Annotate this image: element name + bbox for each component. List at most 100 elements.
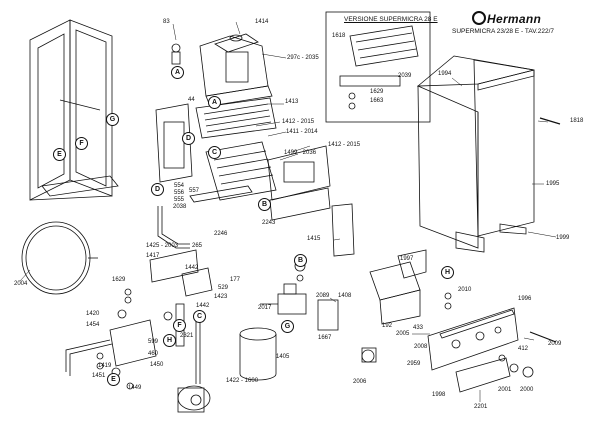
part-label: 1994 bbox=[438, 71, 452, 77]
combustion-chamber bbox=[199, 33, 273, 107]
circulation-pump bbox=[177, 385, 211, 413]
chamber-front-panel bbox=[267, 145, 331, 201]
part-label: 2009 bbox=[548, 341, 562, 347]
part-label: 2089 bbox=[316, 293, 330, 299]
part-label: 1618 bbox=[332, 33, 346, 39]
part-label: 1417 bbox=[146, 253, 160, 259]
part-label: 554 bbox=[174, 183, 185, 189]
part-label: 2038 bbox=[173, 204, 187, 210]
part-label: 1629 bbox=[112, 277, 126, 283]
callout-a: A bbox=[208, 96, 221, 109]
callout-c: C bbox=[193, 310, 206, 323]
part-label: 2321 bbox=[180, 333, 194, 339]
nameplate-2201 bbox=[455, 357, 511, 393]
part-label: 1995 bbox=[546, 181, 560, 187]
part-label: 1663 bbox=[370, 98, 384, 104]
callout-c: C bbox=[208, 146, 221, 159]
callout-e: E bbox=[53, 148, 66, 161]
screw-1818 bbox=[539, 117, 561, 125]
chamber-side-panel bbox=[155, 103, 193, 183]
part-label: 265 bbox=[192, 243, 203, 249]
part-label: 2001 bbox=[498, 387, 512, 393]
part-label: 555 bbox=[174, 197, 185, 203]
part-label: 83 bbox=[163, 19, 170, 25]
part-label: 2201 bbox=[474, 404, 488, 410]
part-label: 556 bbox=[174, 190, 185, 196]
part-label: 1411 - 2014 bbox=[286, 129, 318, 135]
callout-g: G bbox=[281, 320, 294, 333]
part-label: 1818 bbox=[570, 118, 584, 124]
knob-2001 bbox=[509, 363, 519, 373]
device-1408 bbox=[317, 299, 339, 331]
control-box-1997 bbox=[369, 249, 427, 325]
part-label: 1999 bbox=[556, 235, 570, 241]
part-label: 1442 bbox=[196, 303, 210, 309]
part-label: 1667 bbox=[318, 335, 332, 341]
part-label: 1408 bbox=[338, 293, 352, 299]
part-label: 1413 bbox=[285, 99, 299, 105]
part-label: 1415 bbox=[307, 236, 321, 242]
callout-g: G bbox=[106, 113, 119, 126]
callout-d: D bbox=[151, 183, 164, 196]
plate-1415 bbox=[331, 203, 355, 257]
brand-logo: Hermann bbox=[472, 11, 541, 26]
part-label: 1405 bbox=[276, 354, 290, 360]
part-2006 bbox=[361, 347, 377, 363]
part-label: 460 bbox=[148, 351, 159, 357]
burner bbox=[189, 141, 277, 203]
part-label: 1629 bbox=[370, 89, 384, 95]
inset-exchanger bbox=[339, 25, 419, 110]
control-panel-1996 bbox=[427, 307, 519, 371]
heat-exchanger bbox=[195, 97, 277, 139]
part-label: 1996 bbox=[518, 296, 532, 302]
gas-valve bbox=[260, 283, 307, 315]
part-label: 2006 bbox=[353, 379, 367, 385]
part-label: 2010 bbox=[458, 287, 472, 293]
part-label: 1425 - 2003 bbox=[146, 243, 179, 249]
outer-casing bbox=[416, 55, 535, 253]
callout-f: F bbox=[173, 319, 186, 332]
part-label: 192 bbox=[382, 323, 393, 329]
part-label: 2959 bbox=[407, 361, 421, 367]
part-label: 1442 bbox=[185, 265, 199, 271]
part-label: 2005 bbox=[396, 331, 410, 337]
callout-a: A bbox=[171, 66, 184, 79]
callout-h: H bbox=[441, 266, 454, 279]
part-label: 2243 bbox=[262, 220, 276, 226]
part-label: 1450 bbox=[150, 362, 164, 368]
filter-cylinder-1405 bbox=[239, 327, 277, 381]
part-label: 599 bbox=[148, 339, 159, 345]
brand-name: Hermann bbox=[487, 12, 542, 26]
part-label: 1454 bbox=[86, 322, 100, 328]
part-label: 1414 bbox=[255, 19, 269, 25]
part-label: 1423 bbox=[214, 294, 228, 300]
part-label: 2008 bbox=[414, 344, 428, 350]
part-label: 2246 bbox=[214, 231, 228, 237]
part-label: 177 bbox=[230, 277, 241, 283]
callout-b: B bbox=[294, 254, 307, 267]
part-label: 1412 - 2015 bbox=[328, 142, 361, 148]
part-label: 2000 bbox=[520, 387, 534, 393]
part-label: 1420 bbox=[86, 311, 100, 317]
expansion-vessel bbox=[21, 221, 98, 295]
callout-e: E bbox=[107, 373, 120, 386]
boiler-frame bbox=[29, 19, 119, 201]
inset-frame bbox=[325, 11, 431, 123]
callout-h: H bbox=[163, 334, 176, 347]
part-label: 2017 bbox=[258, 305, 272, 311]
part-label: 1449 bbox=[128, 385, 142, 391]
part-label: 297c - 2035 bbox=[287, 55, 319, 61]
part-label: 1997 bbox=[400, 256, 414, 262]
callout-f: F bbox=[75, 137, 88, 150]
part-label: 1422 - 1600 bbox=[226, 378, 259, 384]
part-label: 529 bbox=[218, 285, 229, 291]
part-label: 1419 bbox=[98, 363, 112, 369]
drawing-subtitle: SUPERMICRA 23/28 E - TAV.222/7 bbox=[452, 28, 555, 35]
part-label: 1412 - 2015 bbox=[282, 119, 315, 125]
hydraulic-group bbox=[65, 206, 213, 384]
part-label: 557 bbox=[189, 188, 200, 194]
part-label: 1499 - 2036 bbox=[284, 150, 317, 156]
part-label: 2004 bbox=[14, 281, 28, 287]
